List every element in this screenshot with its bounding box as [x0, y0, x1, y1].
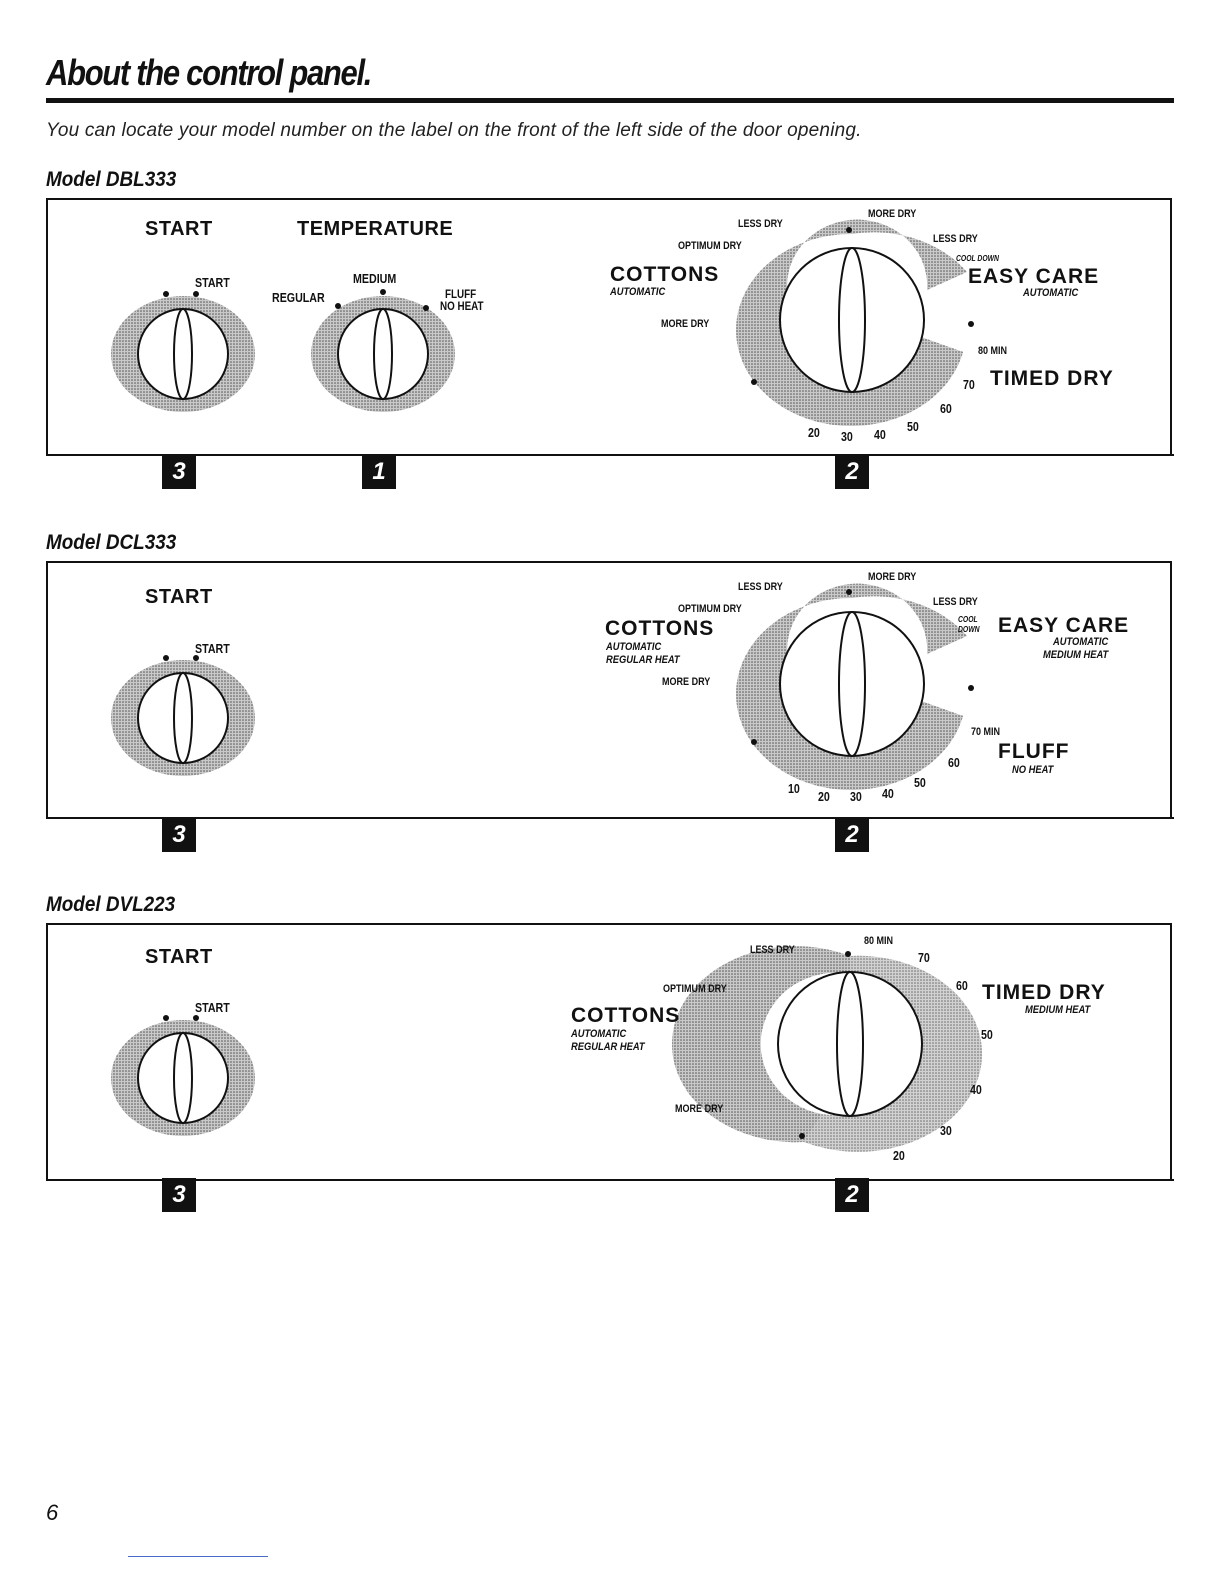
fluff-label: FLUFF — [998, 740, 1070, 763]
start-header: START — [145, 946, 213, 968]
timed-dry-label: TIMED DRY — [990, 367, 1114, 390]
panel-base-line — [46, 817, 1174, 819]
tick-30: 30 — [940, 1123, 952, 1138]
start-header: START — [145, 586, 213, 608]
down-label: DOWN — [958, 625, 980, 634]
cycle-dial[interactable] — [671, 946, 984, 1158]
cottons-sub-label: AUTOMATIC — [610, 286, 666, 298]
temp-no-heat-label: NO HEAT — [440, 299, 484, 313]
tick-70: 70 — [918, 950, 930, 965]
footer-rule — [128, 1556, 268, 1557]
tick-10: 10 — [788, 781, 800, 796]
panel-base-line — [46, 454, 1174, 456]
cool-label: COOL — [958, 615, 978, 624]
fluff-sub-label: NO HEAT — [1012, 764, 1054, 776]
more-dry-left-label: MORE DRY — [662, 676, 711, 688]
model-label-dbl333: Model DBL333 — [46, 168, 177, 191]
start-knob-label: START — [195, 641, 230, 656]
less-dry-right-label: LESS DRY — [933, 233, 978, 245]
temperature-knob[interactable] — [310, 289, 456, 412]
cottons-heat-label: REGULAR HEAT — [571, 1041, 645, 1053]
easy-care-sub-label: AUTOMATIC — [1053, 636, 1109, 648]
easy-care-label: EASY CARE — [968, 265, 1100, 288]
model-label-dvl223: Model DVL223 — [46, 893, 176, 916]
model-label-dcl333: Model DCL333 — [46, 531, 177, 554]
tick-30: 30 — [850, 789, 862, 804]
start-knob[interactable] — [110, 655, 256, 776]
tick-20: 20 — [818, 789, 830, 804]
timed-sub-label: MEDIUM HEAT — [1025, 1004, 1091, 1016]
optimum-dry-label: OPTIMUM DRY — [678, 240, 742, 252]
temp-regular-label: REGULAR — [272, 290, 325, 305]
start-knob-label: START — [195, 1000, 230, 1015]
fluff-max-label: 70 MIN — [971, 726, 1001, 738]
optimum-dry-label: OPTIMUM DRY — [678, 603, 742, 615]
start-knob-label: START — [195, 275, 230, 290]
more-dry-label: MORE DRY — [868, 208, 917, 220]
callout-badge-3: 3 — [162, 455, 196, 489]
page-subtitle: You can locate your model number on the … — [46, 120, 862, 141]
cottons-sub-label: AUTOMATIC — [571, 1028, 627, 1040]
start-header: START — [145, 218, 213, 240]
callout-badge-3: 3 — [162, 818, 196, 852]
page-number: 6 — [46, 1500, 59, 1525]
cottons-heat-label: REGULAR HEAT — [606, 654, 680, 666]
cottons-sub-label: AUTOMATIC — [606, 641, 662, 653]
cottons-label: COTTONS — [610, 263, 720, 286]
title-rule — [46, 98, 1174, 103]
less-dry-label: LESS DRY — [738, 218, 783, 230]
page-title: About the control panel. — [46, 52, 372, 93]
timed-max-label: 80 MIN — [978, 345, 1008, 357]
cottons-label: COTTONS — [571, 1004, 681, 1027]
tick-70: 70 — [963, 377, 975, 392]
callout-badge-2: 2 — [835, 1178, 869, 1212]
easy-care-label: EASY CARE — [998, 614, 1130, 637]
timed-max-label: 80 MIN — [864, 935, 894, 947]
tick-60: 60 — [940, 401, 952, 416]
temp-medium-label: MEDIUM — [353, 271, 397, 286]
temp-fluff-label: FLUFF — [445, 287, 477, 301]
callout-badge-3: 3 — [162, 1178, 196, 1212]
less-dry-label: LESS DRY — [738, 581, 783, 593]
start-knob[interactable] — [110, 1015, 256, 1136]
panel-base-line — [46, 1179, 1174, 1181]
control-panel-dbl333 — [46, 198, 1172, 456]
less-dry-right-label: LESS DRY — [933, 596, 978, 608]
tick-60: 60 — [956, 978, 968, 993]
cottons-label: COTTONS — [605, 617, 715, 640]
easy-care-sub-label: AUTOMATIC — [1023, 287, 1079, 299]
optimum-dry-label: OPTIMUM DRY — [663, 983, 727, 995]
callout-badge-2: 2 — [835, 455, 869, 489]
control-panel-dvl223 — [46, 923, 1172, 1181]
less-dry-label: LESS DRY — [750, 944, 795, 956]
tick-50: 50 — [907, 419, 919, 434]
tick-40: 40 — [874, 427, 886, 442]
control-panel-dcl333 — [46, 561, 1172, 819]
more-dry-left-label: MORE DRY — [661, 318, 710, 330]
timed-dry-label: TIMED DRY — [982, 981, 1106, 1004]
cycle-dial[interactable] — [727, 219, 977, 434]
start-knob[interactable] — [110, 291, 256, 412]
tick-40: 40 — [882, 786, 894, 801]
temperature-header: TEMPERATURE — [297, 218, 454, 240]
tick-60: 60 — [948, 755, 960, 770]
cool-down-label: COOL DOWN — [956, 254, 999, 263]
callout-badge-1: 1 — [362, 455, 396, 489]
tick-40: 40 — [970, 1082, 982, 1097]
callout-badge-2: 2 — [835, 818, 869, 852]
tick-50: 50 — [981, 1027, 993, 1042]
tick-50: 50 — [914, 775, 926, 790]
tick-30: 30 — [841, 429, 853, 444]
tick-20: 20 — [808, 425, 820, 440]
cycle-dial[interactable] — [727, 583, 977, 798]
tick-20: 20 — [893, 1148, 905, 1163]
more-dry-left-label: MORE DRY — [675, 1103, 724, 1115]
easy-care-heat-label: MEDIUM HEAT — [1043, 649, 1109, 661]
more-dry-label: MORE DRY — [868, 571, 917, 583]
